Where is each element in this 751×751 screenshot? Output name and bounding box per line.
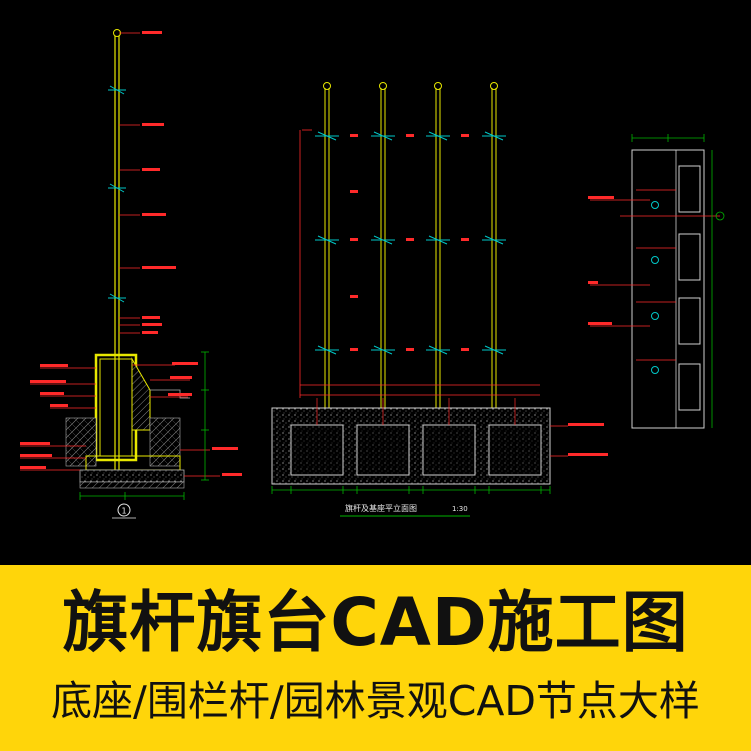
pole-elevation-detail: 1	[20, 29, 242, 519]
four-pole-elevation: 旗杆及基座平立面图 1:30	[271, 82, 608, 517]
side-elevation-detail	[588, 134, 725, 429]
detail-marker-number: 1	[121, 507, 126, 516]
detail-marker-circle	[117, 503, 131, 517]
cad-drawing-svg: 1	[20, 29, 725, 519]
banner-subtitle: 底座/围栏杆/园林景观CAD节点大样	[51, 677, 700, 725]
cad-drawing-canvas: 1	[20, 29, 725, 519]
plan-caption: 旗杆及基座平立面图	[345, 503, 417, 513]
banner-title: 旗杆旗台CAD施工图	[62, 584, 689, 661]
plan-scale: 1:30	[452, 505, 468, 513]
promo-banner: 旗杆旗台CAD施工图 底座/围栏杆/园林景观CAD节点大样	[0, 565, 751, 751]
